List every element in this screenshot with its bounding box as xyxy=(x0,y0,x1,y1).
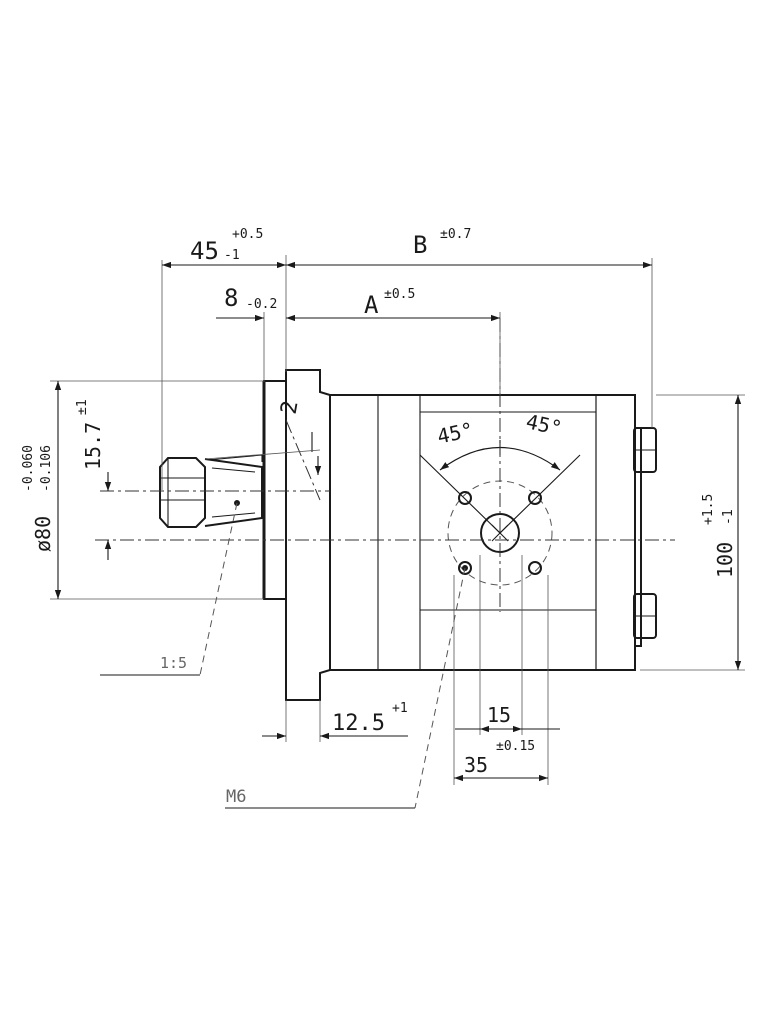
label-100-tol-lower: -1 xyxy=(721,509,736,525)
pump-body xyxy=(262,369,657,701)
label-B-tol: ±0.7 xyxy=(440,227,471,242)
label-angle-right: 45° xyxy=(524,409,564,440)
tapered-shaft xyxy=(204,458,263,527)
drive-shaft xyxy=(159,454,263,528)
port-hole-2 xyxy=(528,491,542,505)
label-angle-left: 45° xyxy=(435,417,475,448)
label-2: 2 xyxy=(277,399,304,416)
main-housing xyxy=(329,394,636,671)
hex-nut xyxy=(159,457,206,528)
label-12-5-tol: +1 xyxy=(392,701,408,716)
port-hole-1 xyxy=(458,491,472,505)
leader-key xyxy=(199,502,238,676)
label-key-callout: 1:5 xyxy=(160,654,187,672)
label-12-5: 12.5 xyxy=(332,711,385,736)
label-thread-callout: M6 xyxy=(226,787,246,807)
port-face xyxy=(419,394,597,671)
label-15: 15 xyxy=(487,703,511,727)
label-A-tol: ±0.5 xyxy=(384,287,415,302)
leader-thread xyxy=(414,567,466,809)
label-A: A xyxy=(364,291,379,319)
mounting-flange xyxy=(285,369,331,701)
callout-labels: 1:5 M6 xyxy=(160,654,246,807)
label-15-7: 15.7 xyxy=(81,422,105,470)
label-45: 45 xyxy=(190,237,219,265)
dimension-labels: 45 +0.5 -1 B ±0.7 8 -0.2 A ±0.5 2 15.7 ±… xyxy=(21,227,737,777)
label-35-tol: ±0.15 xyxy=(496,739,535,754)
label-8: 8 xyxy=(224,284,238,312)
label-45-tol-lower: -1 xyxy=(224,248,240,263)
label-100-tol-upper: +1.5 xyxy=(701,494,716,525)
label-8-tol: -0.2 xyxy=(246,297,277,312)
label-dia80-tol-lower: -0.106 xyxy=(39,445,54,492)
label-dia80-tol-upper: -0.060 xyxy=(21,445,36,492)
rear-cover xyxy=(634,427,642,647)
label-45-tol-upper: +0.5 xyxy=(232,227,263,242)
label-15-7-tol: ±1 xyxy=(75,399,90,415)
port-hole-4 xyxy=(528,561,542,575)
port-hole-3 xyxy=(458,561,472,575)
label-dia80: ø80 xyxy=(31,516,55,552)
label-35: 35 xyxy=(464,753,488,777)
shaft-key xyxy=(207,454,263,462)
dimension-lines xyxy=(50,255,745,809)
label-100: 100 xyxy=(713,542,737,578)
center-lines xyxy=(95,318,675,612)
label-B: B xyxy=(413,231,427,259)
